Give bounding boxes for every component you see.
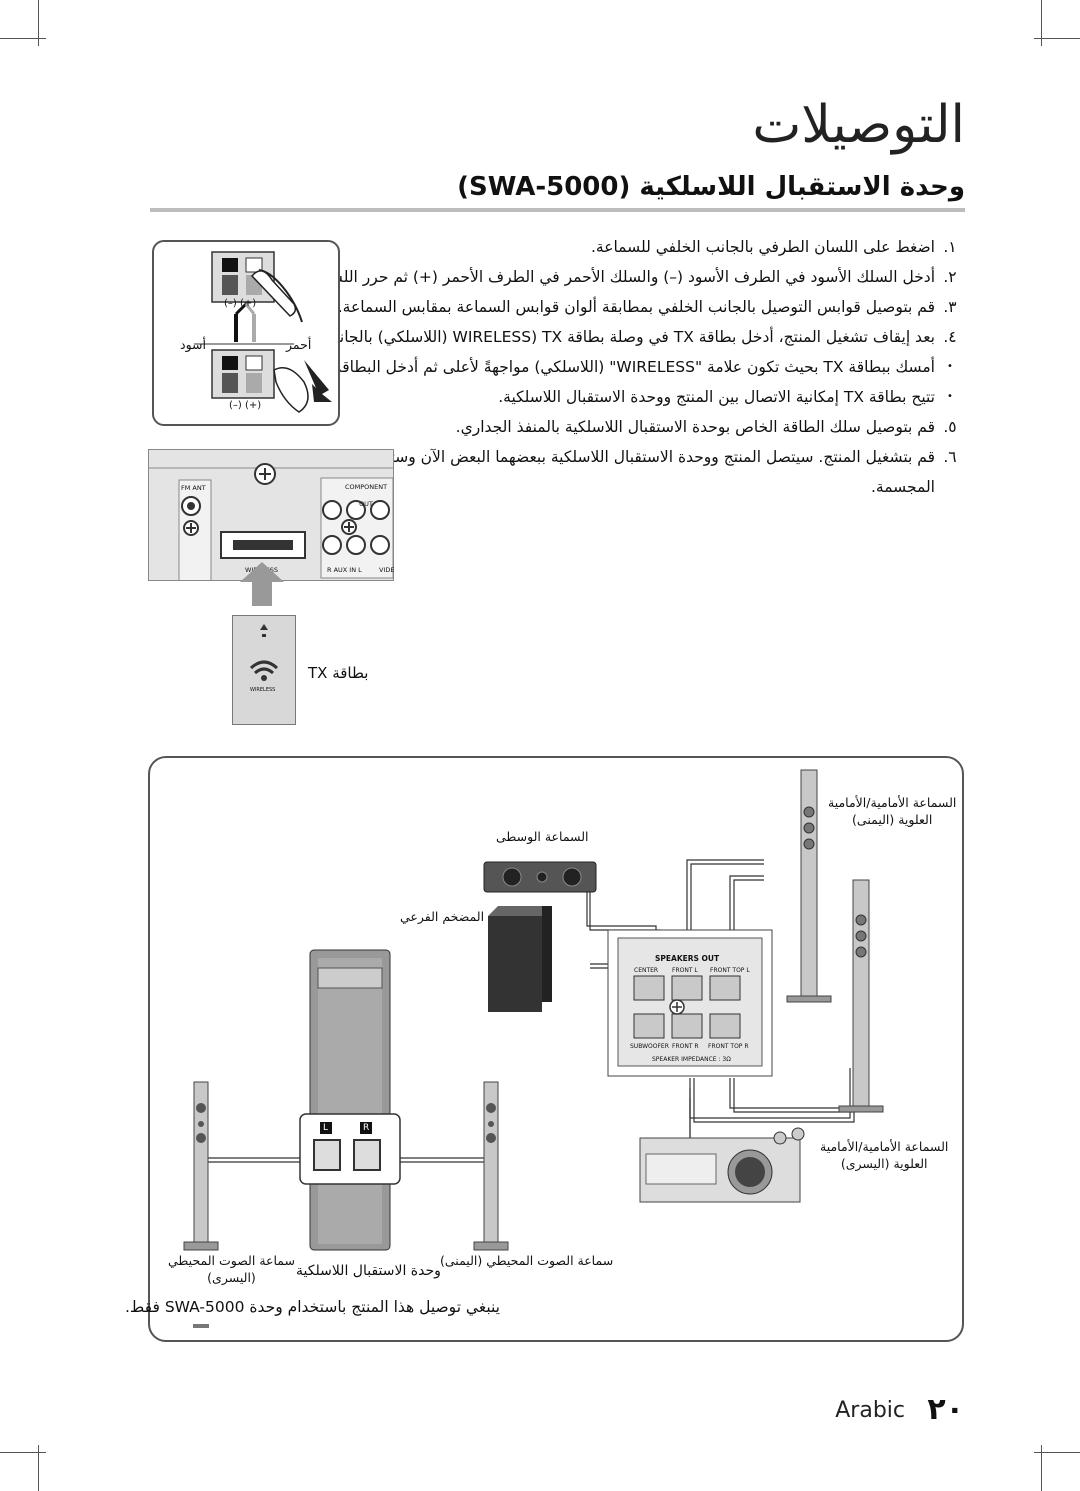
page-title: التوصيلات [752, 95, 965, 155]
list-item: ٣. قم بتوصيل قوابس التوصيل بالجانب الخلفي… [225, 292, 965, 322]
aux-in-label: R AUX IN L [327, 566, 362, 574]
front-l-terminal-label: FRONT L [672, 967, 698, 974]
list-item: • أمسك ببطاقة TX بحيث تكون علامة "WIRELES… [225, 352, 965, 382]
center-terminal-label: CENTER [634, 967, 659, 974]
polarity-label: (–) (+) [224, 298, 257, 309]
impedance-label: SPEAKER IMPEDANCE : 3Ω [652, 1056, 731, 1063]
surround-right-speaker-label: سماعة الصوت المحيطي (اليمنى) [440, 1253, 614, 1268]
front-r-terminal-label: FRONT R [672, 1043, 699, 1050]
step-number: ٦. [943, 448, 957, 466]
step-text: قم بتشغيل المنتج. سيتصل المنتج ووحدة الا… [229, 448, 935, 496]
black-wire-label: أسود [180, 337, 206, 352]
section-title: وحدة الاستقبال اللاسلكية (SWA-5000) [457, 172, 965, 202]
step-number: ٤. [943, 328, 957, 346]
insert-arrow-icon [240, 562, 284, 606]
wireless-icon [249, 624, 279, 681]
title-divider [150, 208, 965, 212]
list-item: ٥. قم بتوصيل سلك الطاقة الخاص بوحدة الاست… [225, 412, 965, 442]
bullet-icon: • [947, 391, 953, 402]
fm-ant-label: FM ANT [181, 484, 206, 492]
wireless-module-label: وحدة الاستقبال اللاسلكية [296, 1263, 441, 1279]
speaker-terminal-figure: (–) (+) أسود أحمر (–) (+) [152, 240, 340, 426]
crop-mark [1034, 38, 1080, 39]
crop-mark [1041, 1445, 1042, 1491]
front-right-speaker-label: السماعة الأمامية/الأمامية العلوية (اليمن… [828, 795, 957, 827]
crop-mark [0, 1452, 46, 1453]
crop-mark [38, 1445, 39, 1491]
list-item: ٦. قم بتشغيل المنتج. سيتصل المنتج ووحدة ا… [225, 442, 965, 502]
speaker-wiring-illustration [183, 769, 884, 1328]
step-text: قم بتوصيل قوابس التوصيل بالجانب الخلفي ب… [337, 298, 935, 316]
front-top-l-terminal-label: FRONT TOP L [710, 967, 750, 974]
list-item: ١. اضغط على اللسان الطرفي بالجانب الخلفي … [225, 232, 965, 262]
step-number: ٣. [943, 298, 957, 316]
rear-panel-illustration [149, 463, 394, 589]
component-out-label: COMPONENT OUT [344, 483, 388, 508]
crop-mark [1034, 1452, 1080, 1453]
polarity-label: (–) (+) [229, 400, 262, 411]
step-number: ٥. [943, 418, 957, 436]
bullet-icon: • [947, 361, 953, 372]
subwoofer-terminal-label: SUBWOOFER [630, 1043, 669, 1050]
front-left-speaker-label: السماعة الأمامية/الأمامية العلوية (اليسر… [820, 1139, 949, 1171]
video-label: VIDE [379, 566, 395, 574]
tx-card-text: WIRELESS [250, 687, 276, 693]
connection-diagram: L R SPEAKERS OUT CENTER FRONT L FRONT TO… [148, 756, 964, 1342]
step-number: ٢. [943, 268, 957, 286]
step-text: قم بتوصيل سلك الطاقة الخاص بوحدة الاستقب… [455, 418, 935, 436]
step-text: اضغط على اللسان الطرفي بالجانب الخلفي لل… [590, 238, 935, 256]
crop-mark [38, 0, 39, 46]
instruction-list: ١. اضغط على اللسان الطرفي بالجانب الخلفي … [225, 232, 965, 502]
list-item: ٢. أدخل السلك الأسود في الطرف الأسود (–) … [225, 262, 965, 292]
surround-left-speaker-label: سماعة الصوت المحيطي (اليسرى) [168, 1253, 295, 1285]
module-r-label: R [363, 1123, 370, 1133]
terminal-illustration [194, 251, 332, 413]
step-text: أدخل السلك الأسود في الطرف الأسود (–) وا… [308, 268, 935, 286]
page-number: ٢٠ [927, 1392, 964, 1427]
step-text: تتيح بطاقة TX إمكانية الاتصال بين المنتج… [498, 388, 935, 406]
front-top-r-terminal-label: FRONT TOP R [708, 1043, 749, 1050]
list-item: • تتيح بطاقة TX إمكانية الاتصال بين المنت… [225, 382, 965, 412]
tx-card: WIRELESS [232, 615, 296, 725]
speakers-out-label: SPEAKERS OUT [655, 954, 720, 963]
module-l-label: L [323, 1123, 329, 1133]
language-label: Arabic [835, 1398, 905, 1423]
red-wire-label: أحمر [286, 337, 312, 352]
footnote: ينبغي توصيل هذا المنتج باستخدام وحدة SWA… [124, 1298, 500, 1316]
rear-panel-figure: FM ANT COMPONENT OUT WIRELESS R AUX IN L… [148, 449, 395, 589]
subwoofer-label: المضخم الفرعي [400, 909, 485, 924]
tx-card-label: بطاقة TX [308, 664, 369, 682]
center-speaker-label: السماعة الوسطى [496, 829, 589, 844]
crop-mark [0, 38, 46, 39]
crop-mark [1041, 0, 1042, 46]
step-number: ١. [943, 238, 957, 256]
step-text: أمسك ببطاقة TX بحيث تكون علامة "WIRELESS… [260, 358, 935, 376]
